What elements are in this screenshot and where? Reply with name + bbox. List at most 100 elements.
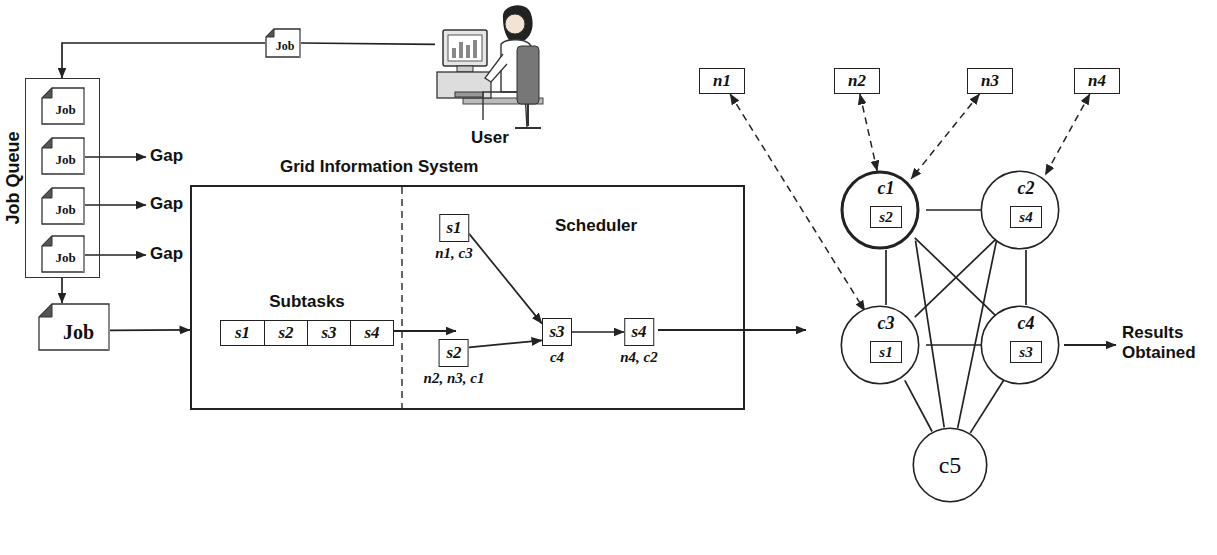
job-label: Job xyxy=(55,250,75,266)
assigned-subtask: s4 xyxy=(1010,206,1042,228)
gap-label: Gap xyxy=(150,146,183,166)
job-document: Job xyxy=(41,235,85,273)
connector xyxy=(926,344,986,346)
system-heading: Grid Information System xyxy=(280,157,478,177)
subtask-label: s3 xyxy=(1019,344,1032,361)
grid-information-system: Grid Information SystemSubtaskss1s2s3s4s… xyxy=(190,185,745,410)
compute-node: c5 xyxy=(912,427,988,503)
connector xyxy=(970,379,1004,433)
resource-list: n4, c2 xyxy=(620,349,658,366)
connector xyxy=(62,43,265,78)
result-label: Results Obtained xyxy=(1122,323,1210,364)
resource-label: n1 xyxy=(713,71,731,91)
divider-line xyxy=(401,187,403,408)
gap-label: Gap xyxy=(150,244,183,264)
resource-node: n4 xyxy=(1074,68,1120,94)
assigned-subtask: s2 xyxy=(870,206,902,228)
resource-node: n2 xyxy=(834,68,880,94)
subtask-label: s4 xyxy=(364,323,379,343)
subtask-label: s1 xyxy=(879,344,892,361)
resource-label: n4 xyxy=(1088,71,1106,91)
subtask-cell: s2 xyxy=(264,321,307,345)
queue-heading: Job Queue xyxy=(3,131,24,224)
scheduler-heading: Scheduler xyxy=(555,216,637,236)
connector xyxy=(469,234,542,324)
gap-arrow xyxy=(84,156,146,158)
compute-node: c3 s1 xyxy=(840,305,932,385)
subtask-label: s3 xyxy=(321,323,336,343)
scheduled-subtask: s1 n1, c3 xyxy=(435,214,473,262)
subtask-label: s2 xyxy=(879,209,892,226)
subtask-label: s3 xyxy=(549,322,564,342)
job-document: Job xyxy=(265,28,301,58)
subtask-box: s2 xyxy=(439,339,469,367)
user-figure: User xyxy=(435,0,545,148)
subtask-label: s4 xyxy=(1019,209,1032,226)
gap-label: Gap xyxy=(150,194,183,214)
assigned-subtask: s3 xyxy=(1010,341,1042,363)
subtask-box: s4 xyxy=(624,318,654,346)
resource-label: n3 xyxy=(981,71,999,91)
connector xyxy=(1025,250,1027,305)
compute-label: c5 xyxy=(939,452,962,479)
resource-label: n2 xyxy=(848,71,866,91)
job-label: Job xyxy=(276,39,295,54)
connector xyxy=(110,329,190,331)
connector xyxy=(469,340,542,347)
compute-node: c2 s4 xyxy=(980,170,1072,250)
connector xyxy=(916,241,945,428)
job-label: Job xyxy=(63,321,94,344)
job-label: Job xyxy=(55,152,75,168)
flow-arrow xyxy=(658,329,806,331)
job-document: Job xyxy=(41,87,85,125)
job-queue: Job QueueJobJobJobJob xyxy=(25,78,100,278)
scheduled-subtask: s4 n4, c2 xyxy=(620,318,658,366)
compute-label: c2 xyxy=(980,178,1072,199)
job-document: Job xyxy=(38,303,110,351)
subtask-cell: s1 xyxy=(221,321,264,345)
subtask-label: s4 xyxy=(631,322,646,342)
resource-list: n1, c3 xyxy=(435,245,473,262)
flow-arrow xyxy=(1064,344,1116,346)
job-label: Job xyxy=(55,102,75,118)
compute-node: c4 s3 xyxy=(980,305,1072,385)
resource-node: n1 xyxy=(699,68,745,94)
connector xyxy=(572,331,624,333)
subtask-box: s3 xyxy=(542,318,572,346)
subtask-cell: s3 xyxy=(307,321,350,345)
scheduled-subtask: s2 n2, n3, c1 xyxy=(424,339,485,387)
strip-heading: Subtasks xyxy=(221,292,393,312)
compute-node: c1 s2 xyxy=(840,170,932,250)
resource-link xyxy=(1045,94,1090,175)
subtask-label: s1 xyxy=(446,218,461,238)
subtask-cell: s4 xyxy=(350,321,393,345)
subtask-strip: Subtaskss1s2s3s4 xyxy=(220,320,394,346)
job-document: Job xyxy=(41,187,85,225)
subtask-box: s1 xyxy=(439,214,469,242)
compute-label: c3 xyxy=(840,313,932,334)
resource-link xyxy=(860,94,877,171)
connector xyxy=(915,238,997,317)
subtask-label: s1 xyxy=(235,323,250,343)
gap-arrow xyxy=(84,254,146,256)
user-label: User xyxy=(471,128,509,148)
connector xyxy=(885,250,887,305)
subtask-label: s2 xyxy=(446,343,461,363)
connector xyxy=(61,278,63,303)
resource-list: n2, n3, c1 xyxy=(424,370,485,387)
user-illustration xyxy=(435,0,545,130)
connector xyxy=(926,209,986,211)
subtask-label: s2 xyxy=(278,323,293,343)
resource-node: n3 xyxy=(967,68,1013,94)
resource-list: c4 xyxy=(550,349,564,366)
connector xyxy=(301,43,435,44)
job-label: Job xyxy=(55,202,75,218)
gap-arrow xyxy=(84,204,146,206)
job-document: Job xyxy=(41,137,85,175)
flow-arrow xyxy=(394,330,456,332)
connector xyxy=(915,238,997,317)
compute-label: c4 xyxy=(980,313,1072,334)
compute-label: c1 xyxy=(840,178,932,199)
